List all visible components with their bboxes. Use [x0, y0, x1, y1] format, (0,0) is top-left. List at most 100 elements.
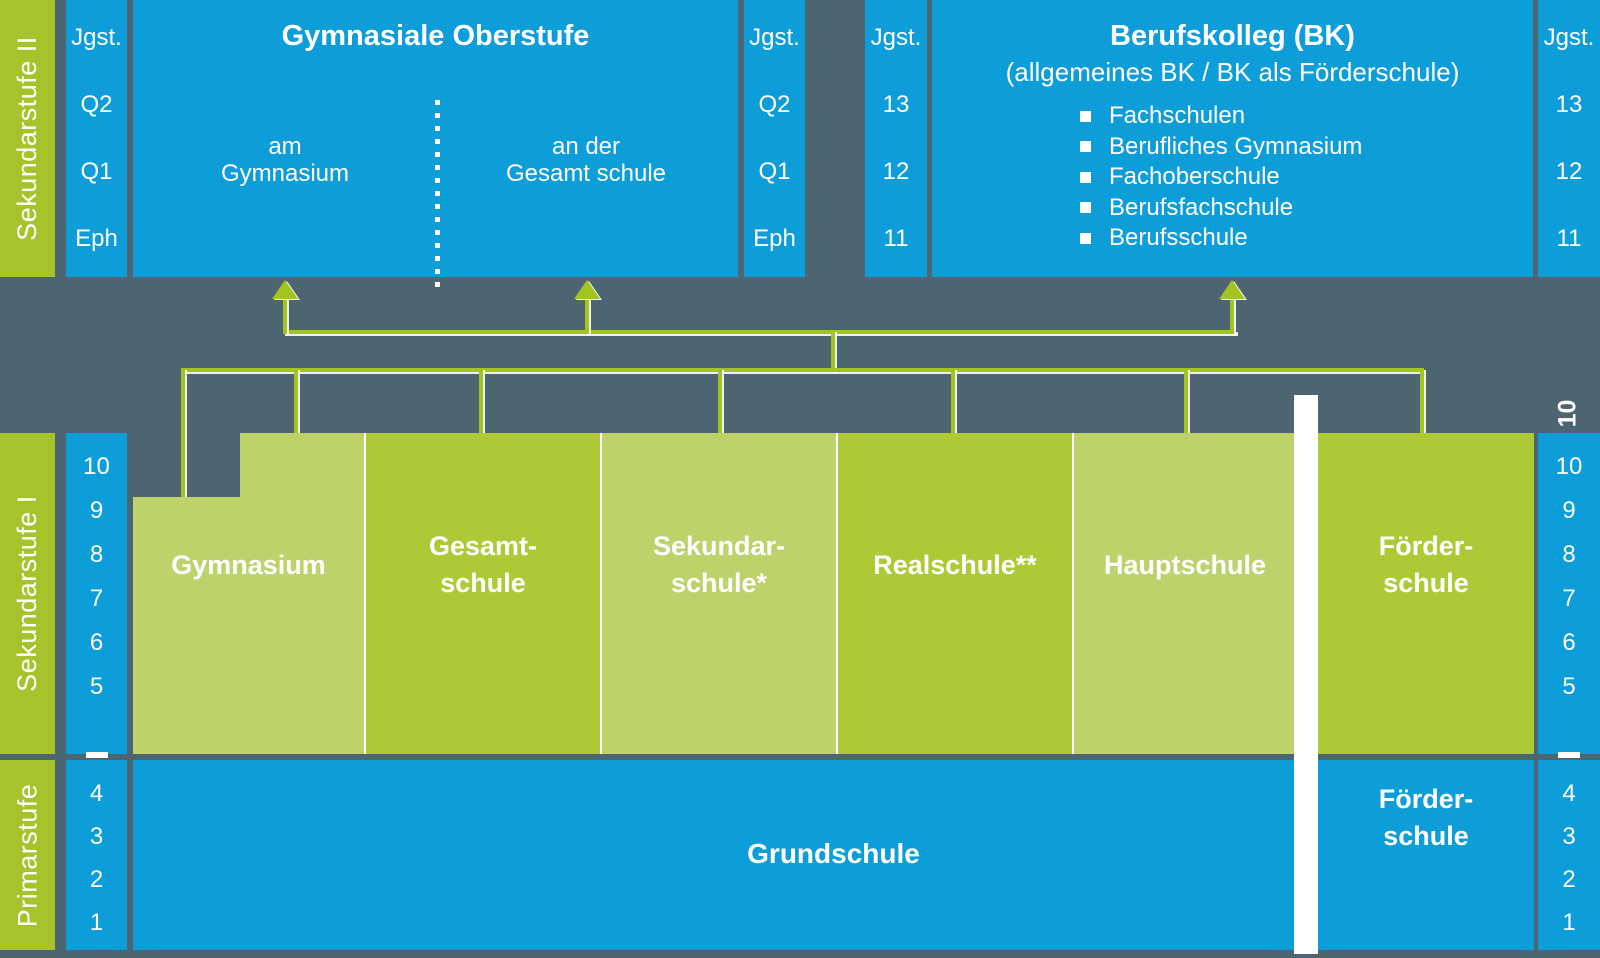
school-label-line: Hauptschule — [1103, 549, 1267, 580]
grade-cell: 5 — [89, 673, 104, 700]
list-item-label: Fachoberschule — [1109, 163, 1280, 191]
grade-column-sek1-left: 10 9 8 7 6 5 — [66, 433, 127, 754]
school-label-line: schule — [440, 568, 526, 598]
foerderschule-primar-label: Förder- schule — [1318, 781, 1534, 855]
band-primarstufe: Primarstufe — [0, 760, 55, 950]
connector-stub-sekundarschule — [718, 368, 722, 437]
grade-cell: 13 — [1555, 90, 1583, 118]
an-der-gesamtschule-line2: Gesamt schule — [505, 160, 667, 187]
school-label: Gymnasium — [133, 528, 364, 602]
list-item-label: Berufsschule — [1109, 224, 1248, 252]
school-box-gymnasium: Gymnasium — [133, 433, 364, 754]
grade-cell: 6 — [89, 629, 104, 656]
grade-cell: 10 — [1555, 453, 1583, 480]
connector-stub-hauptschule — [1184, 368, 1188, 437]
connector-stub-realschule — [951, 368, 955, 437]
school-label-line: schule* — [670, 568, 768, 598]
grade-cell: Jgst. — [749, 23, 800, 51]
arrow-up-icon — [272, 280, 298, 299]
connector-stem — [585, 297, 589, 334]
foerderschule-primar-box: Förder- schule — [1318, 760, 1534, 950]
grade-cell: 2 — [1562, 865, 1576, 893]
junction-dash-left — [86, 752, 108, 758]
school-box-sekundarschule: Sekundar- schule* — [600, 433, 836, 754]
connector-stem — [1230, 297, 1234, 334]
school-box-hauptschule: Hauptschule — [1072, 433, 1296, 754]
square-bullet-icon — [1080, 232, 1091, 244]
am-gymnasium-label: am Gymnasium — [175, 133, 395, 187]
grade-cell: 12 — [882, 157, 910, 185]
school-label-line: Förder- — [1378, 784, 1474, 814]
grade-cell: Eph — [753, 224, 796, 252]
grade-cell: Jgst. — [71, 23, 122, 51]
square-bullet-icon — [1080, 110, 1091, 122]
band-sekundarstufe-2: Sekundarstufe II — [0, 0, 55, 277]
connector-stub-gesamtschule — [479, 368, 483, 437]
grade-cell: Jgst. — [870, 23, 922, 51]
grundschule-label: Grundschule — [747, 838, 920, 869]
connector-stub-foerderschule — [1420, 368, 1424, 437]
connector-line-upper — [283, 330, 1236, 334]
grade-cell: 9 — [89, 497, 104, 524]
berufskolleg-box: Berufskolleg (BK) (allgemeines BK / BK a… — [932, 0, 1533, 277]
school-box-gesamtschule: Gesamt- schule — [364, 433, 600, 754]
connector-stem — [283, 297, 287, 334]
grade-cell: 3 — [1562, 822, 1576, 850]
list-item: Fachschulen — [1080, 101, 1362, 132]
list-item: Berufsschule — [1080, 223, 1362, 254]
list-item-label: Berufliches Gymnasium — [1109, 132, 1363, 160]
connector-stub-gymnasium — [294, 368, 298, 437]
an-der-gesamtschule-line1: an der — [551, 133, 621, 160]
gymnasiale-oberstufe-title: Gymnasiale Oberstufe — [281, 20, 590, 52]
grade-cell: Q1 — [758, 157, 791, 185]
gymnasium-upper-part — [240, 433, 364, 754]
berufskolleg-list: Fachschulen Berufliches Gymnasium Fachob… — [1080, 101, 1362, 254]
school-label: Sekundar- schule* — [602, 528, 836, 602]
school-label-line: schule — [1383, 821, 1469, 851]
grade-column-primar-right: 4 3 2 1 — [1538, 760, 1600, 950]
grade-cell: 11 — [883, 224, 909, 252]
grade-cell: 1 — [89, 908, 104, 936]
gymnasium-lower-part — [133, 497, 240, 754]
rotated-grade-10-text: 10 — [1553, 399, 1582, 427]
grundschule-box — [133, 760, 1294, 950]
grade-column-bk-right: Jgst. 13 12 11 — [1538, 0, 1600, 277]
grade-cell: 13 — [882, 90, 910, 118]
band-sekundarstufe-1: Sekundarstufe I — [0, 433, 55, 754]
grade-cell: 4 — [89, 779, 104, 807]
school-label-line: Realschule** — [873, 549, 1037, 580]
list-item-label: Fachschulen — [1109, 102, 1246, 130]
grade-column-primar-left: 4 3 2 1 — [66, 760, 127, 950]
grade-cell: 2 — [89, 865, 104, 893]
school-box-realschule: Realschule** — [836, 433, 1072, 754]
am-gymnasium-line2: Gymnasium — [220, 160, 350, 187]
connector-line-lower — [181, 368, 1424, 372]
am-gymnasium-line1: am — [268, 133, 302, 160]
list-item: Berufliches Gymnasium — [1080, 132, 1362, 163]
berufskolleg-subtitle: (allgemeines BK / BK als Förderschule) — [1005, 57, 1460, 87]
grade-cell: 4 — [1562, 779, 1576, 807]
grade-cell: 8 — [1562, 541, 1576, 568]
grade-cell: 3 — [89, 822, 104, 850]
grade-cell: Q2 — [80, 90, 113, 118]
grade-cell: 11 — [1556, 224, 1582, 252]
grade-cell: 5 — [1562, 673, 1576, 700]
an-der-gesamtschule-label: an der Gesamt schule — [476, 133, 696, 187]
grade-cell: 1 — [1562, 908, 1576, 936]
square-bullet-icon — [1080, 141, 1091, 153]
grade-cell: 8 — [89, 541, 104, 568]
school-label: Realschule** — [838, 528, 1072, 602]
berufskolleg-title: Berufskolleg (BK) — [1110, 20, 1355, 52]
grade-cell: Q1 — [80, 157, 113, 185]
grade-cell: Eph — [75, 224, 118, 252]
list-item: Berufsfachschule — [1080, 193, 1362, 224]
school-label-line: schule — [1383, 568, 1469, 598]
list-item: Fachoberschule — [1080, 162, 1362, 193]
grade-cell: 7 — [89, 585, 104, 612]
white-divider-bar — [1294, 395, 1318, 954]
rotated-grade-10-label: 10 — [1546, 392, 1590, 434]
connector-joint — [831, 330, 835, 372]
grade-cell: 9 — [1562, 497, 1576, 524]
band-primarstufe-label: Primarstufe — [12, 783, 43, 927]
band-sekundarstufe-2-label: Sekundarstufe II — [12, 36, 42, 241]
